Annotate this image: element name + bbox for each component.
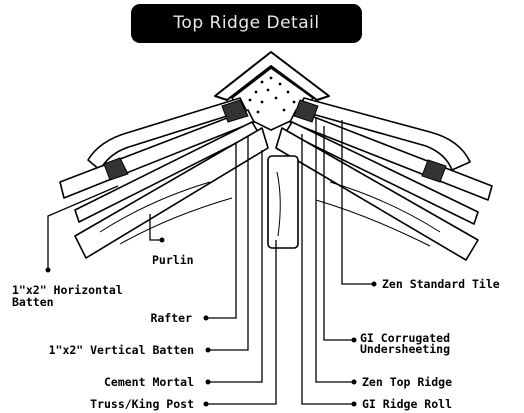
title-bar bbox=[131, 4, 362, 43]
zen-top-ridge-cap bbox=[214, 51, 330, 101]
label-gi-ridge-roll: GI Ridge Roll bbox=[362, 397, 453, 411]
label-cement-mortal: Cement Mortal bbox=[103, 375, 194, 389]
label-horizontal-batten-line1: 1"x2" Horizontal bbox=[12, 283, 123, 297]
left-rafter-plank bbox=[74, 127, 269, 259]
label-gi-corrugated-line2: Undersheeting bbox=[360, 342, 451, 356]
label-vertical-batten: 1"x2" Vertical Batten bbox=[48, 343, 194, 357]
label-zen-standard-tile: Zen Standard Tile bbox=[382, 277, 500, 291]
label-rafter: Rafter bbox=[150, 311, 192, 325]
label-horizontal-batten-line2: Batten bbox=[12, 295, 54, 309]
label-gi-corrugated-line1: GI Corrugated bbox=[360, 331, 451, 345]
diagram-title: Top Ridge Detail bbox=[173, 13, 320, 33]
label-purlin: Purlin bbox=[152, 253, 194, 267]
right-rafter-plank bbox=[275, 127, 479, 261]
king-post bbox=[267, 155, 299, 249]
label-truss-king-post: Truss/King Post bbox=[90, 397, 194, 411]
label-zen-top-ridge: Zen Top Ridge bbox=[362, 375, 453, 389]
